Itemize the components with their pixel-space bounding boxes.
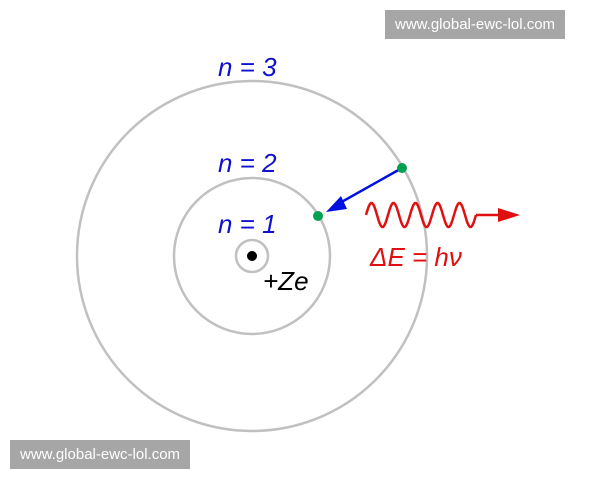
label-n1: n = 1 [218, 209, 277, 239]
photon-arrowhead [498, 208, 520, 222]
transition-arrowhead [326, 196, 347, 212]
label-n3: n = 3 [218, 52, 277, 82]
label-n2: n = 2 [218, 148, 277, 178]
electron-n3 [397, 163, 407, 173]
label-energy: ΔE = hν [370, 242, 462, 272]
orbit-n1 [234, 238, 270, 274]
label-nucleus-charge: +Ze [263, 266, 309, 296]
electron-n2 [313, 211, 323, 221]
watermark-top: www.global-ewc-lol.com [385, 10, 566, 39]
photon-wave [364, 201, 478, 229]
orbit-n3 [75, 79, 429, 433]
transition-arrow-line [337, 166, 403, 206]
nucleus [247, 251, 257, 261]
watermark-bottom: www.global-ewc-lol.com [10, 440, 191, 469]
orbit-n2 [172, 176, 332, 336]
